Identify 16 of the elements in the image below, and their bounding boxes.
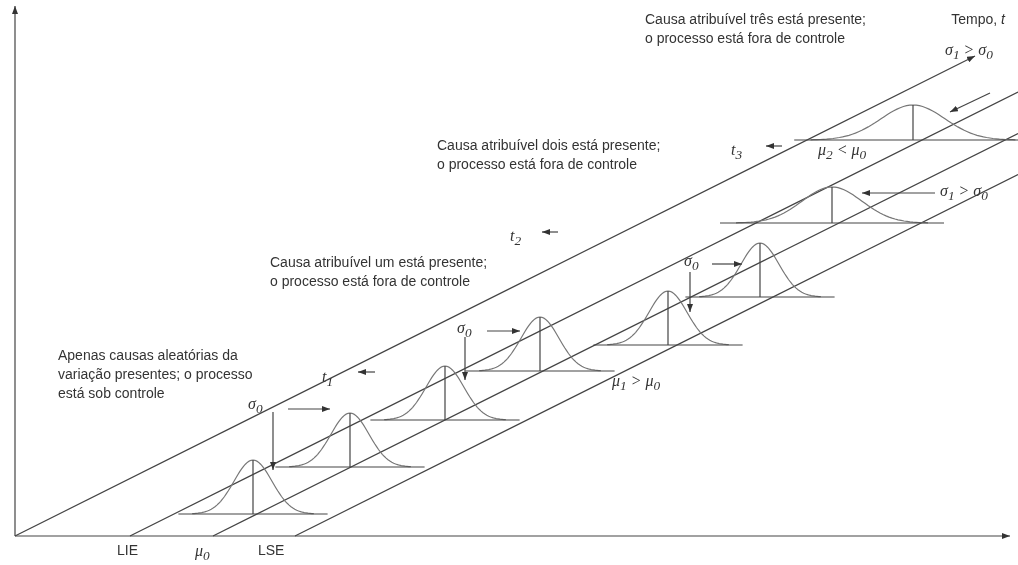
axis-label: Tempo, t bbox=[951, 10, 1005, 29]
math-label: σ$_{0}$ bbox=[684, 251, 699, 276]
math-label: σ$_{0}$ bbox=[457, 318, 472, 343]
tick-label: LIE bbox=[117, 541, 138, 560]
tick-label: μ$_{0}$ bbox=[195, 541, 210, 565]
math-label: t$_{1}$ bbox=[322, 367, 334, 392]
math-label: σ$_{1}$ > σ$_{0}$ bbox=[940, 181, 988, 206]
math-label: t$_{2}$ bbox=[510, 226, 522, 251]
annotation-text: Causa atribuível três está presente; o processo está fora de controle bbox=[645, 10, 867, 48]
math-label: μ$_{1}$ > μ$_{0}$ bbox=[612, 371, 661, 396]
math-label: t$_{3}$ bbox=[731, 140, 743, 165]
math-label: μ$_{2}$ < μ$_{0}$ bbox=[818, 140, 867, 165]
annotation-text: Causa atribuível dois está presente; o processo está fora de controle bbox=[437, 136, 662, 174]
annotation-text: Causa atribuível um está presente; o processo está fora de controle bbox=[270, 253, 489, 291]
math-label: σ$_{1}$ > σ$_{0}$ bbox=[945, 40, 993, 65]
tick-label: LSE bbox=[258, 541, 285, 560]
